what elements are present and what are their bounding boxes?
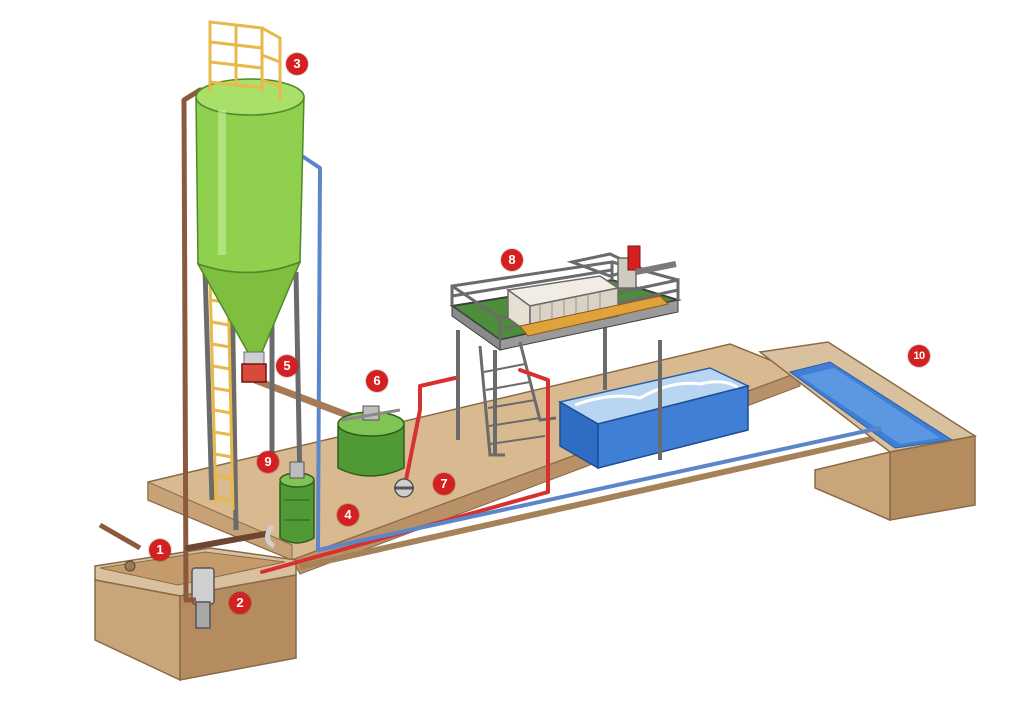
brown-pipe-base [185, 531, 268, 551]
pump [184, 567, 215, 629]
marker-9: 9 [257, 451, 279, 473]
marker-10: 10 [908, 345, 930, 367]
mixing-tank-large [337, 405, 414, 498]
marker-2: 2 [229, 592, 251, 614]
filter-press-station [449, 245, 682, 460]
marker-8: 8 [501, 249, 523, 271]
marker-7: 7 [433, 473, 455, 495]
silo-top-cage [208, 20, 282, 100]
marker-3: 3 [286, 53, 308, 75]
marker-4: 4 [337, 504, 359, 526]
mixing-tank-small [265, 461, 315, 549]
red-pipe-feed [403, 376, 457, 487]
marker-5: 5 [276, 355, 298, 377]
clear-water-tank [758, 341, 977, 522]
silo-ladder [208, 279, 235, 511]
marker-1: 1 [149, 539, 171, 561]
marker-6: 6 [366, 370, 388, 392]
settling-tank [557, 367, 751, 470]
silo [195, 78, 305, 383]
blue-pipe-main [316, 426, 882, 552]
